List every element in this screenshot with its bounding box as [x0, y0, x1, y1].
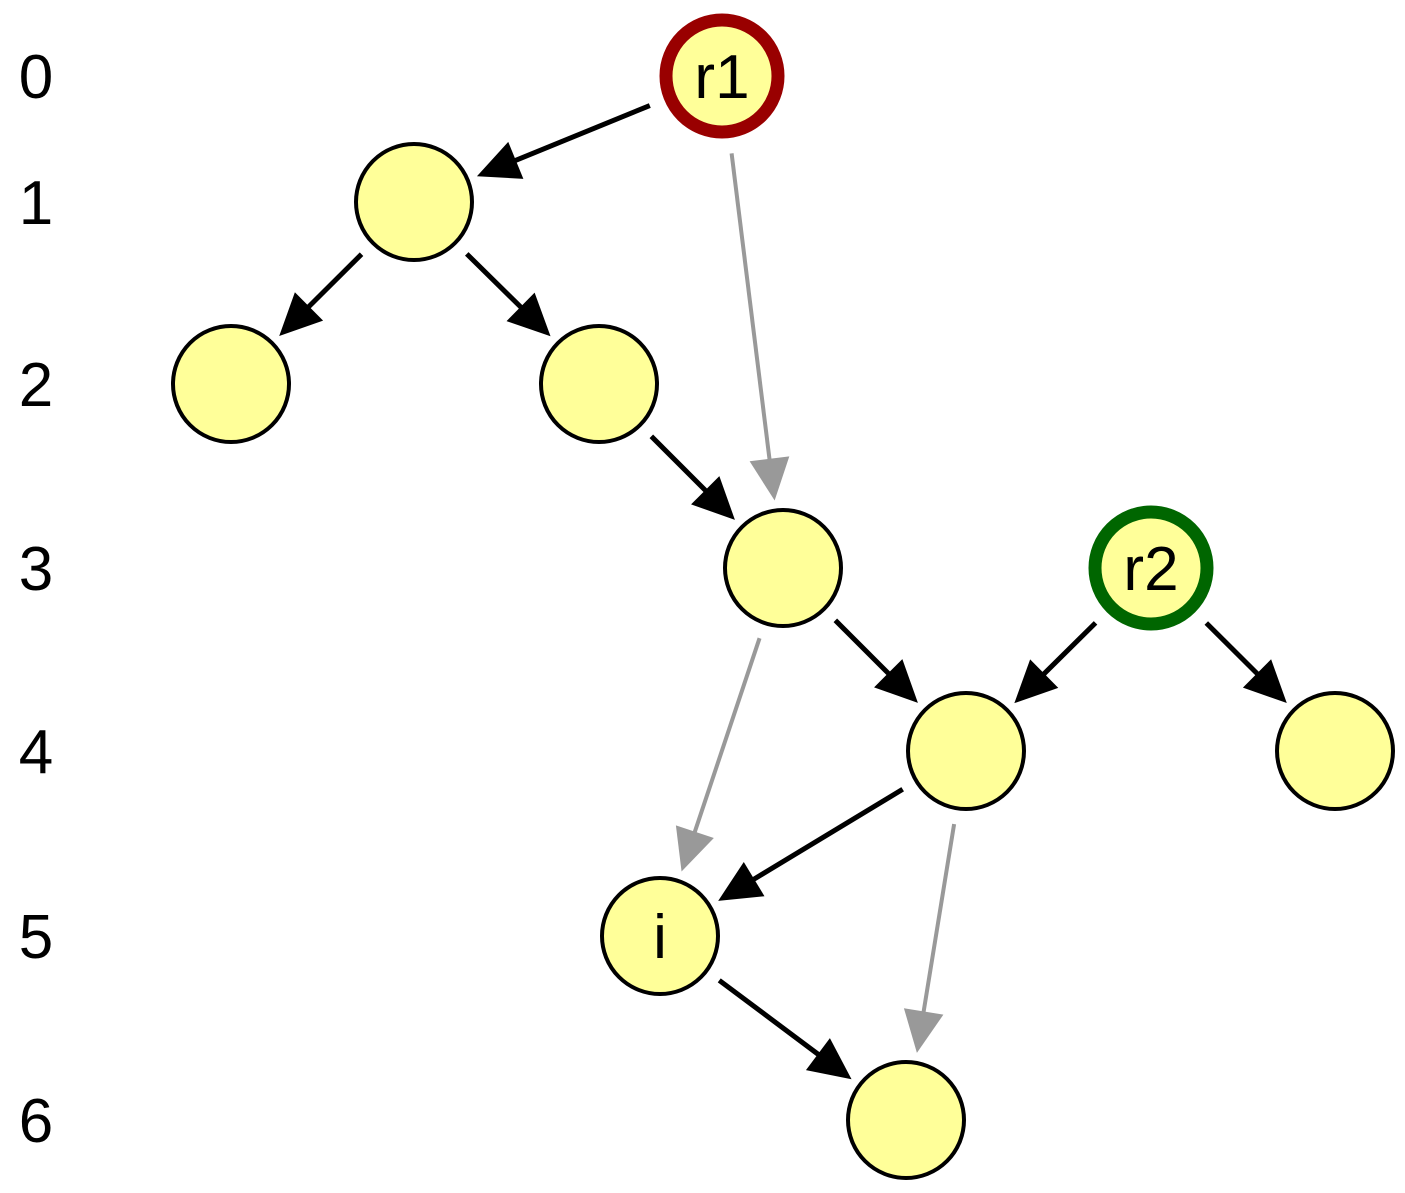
edges: [279, 103, 1287, 1080]
node-e: [906, 691, 1026, 811]
node-circle: [600, 876, 720, 996]
node-a: [354, 142, 474, 262]
level-label-0: 0: [19, 43, 53, 112]
node-i: i: [600, 876, 720, 996]
edge-e-to-g: [903, 823, 957, 1053]
arrowhead: [1014, 659, 1059, 704]
node-r2: r2: [1088, 505, 1214, 631]
arrowhead: [903, 1008, 944, 1053]
edge-c-to-d: [649, 434, 735, 520]
nodes: r1 r2 i: [171, 13, 1395, 1180]
level-label-6: 6: [19, 1087, 53, 1156]
node-c: [539, 324, 659, 444]
arrowhead: [805, 1038, 852, 1080]
level-label-3: 3: [19, 535, 53, 604]
node-d: [723, 508, 843, 628]
edge-d-to-e: [833, 618, 918, 703]
arrowhead: [279, 292, 324, 337]
edge-i-to-g: [717, 978, 852, 1080]
node-circle: [171, 324, 291, 444]
edge-line: [751, 787, 904, 883]
edge-line: [729, 153, 772, 462]
edge-line: [921, 823, 957, 1014]
node-g: [846, 1060, 966, 1180]
level-label-1: 1: [19, 169, 53, 238]
level-label-4: 4: [19, 718, 53, 787]
edge-line: [1204, 621, 1261, 677]
arrowhead: [874, 659, 918, 703]
node-r1: r1: [659, 13, 785, 139]
edge-line: [464, 252, 524, 311]
arrowhead: [1242, 659, 1287, 704]
edge-e-to-i: [718, 787, 904, 901]
level-labels: 0 1 2 3 4 5 6: [19, 43, 53, 1156]
arrowhead: [675, 825, 714, 872]
edge-r2-to-f: [1204, 621, 1287, 704]
edge-a-to-b: [279, 252, 364, 337]
edge-a-to-c: [464, 252, 551, 337]
edge-line: [833, 618, 892, 677]
edge-line: [513, 103, 651, 164]
node-f: [1275, 691, 1395, 811]
edge-d-to-i: [675, 637, 762, 872]
node-b: [171, 324, 291, 444]
arrowhead: [476, 141, 524, 179]
edge-line: [305, 252, 364, 310]
node-circle: [723, 508, 843, 628]
node-circle: [354, 142, 474, 262]
node-circle: [846, 1060, 966, 1180]
node-circle: [1275, 691, 1395, 811]
node-label: r1: [694, 43, 749, 112]
arrowhead: [718, 861, 765, 901]
arrowhead: [506, 292, 551, 337]
level-label-5: 5: [19, 903, 53, 972]
node-circle: [539, 324, 659, 444]
arrowhead: [691, 476, 735, 520]
node-label: i: [653, 903, 667, 972]
edge-line: [692, 637, 762, 835]
node-label: r2: [1123, 535, 1178, 604]
level-label-2: 2: [19, 351, 53, 420]
edge-line: [717, 978, 822, 1058]
edge-r1-to-a: [476, 103, 651, 179]
root-node-circle: [1088, 505, 1214, 631]
node-circle: [906, 691, 1026, 811]
edge-r1-to-d: [729, 153, 790, 501]
root-node-circle: [659, 13, 785, 139]
arrowhead: [749, 456, 790, 501]
edge-line: [1041, 621, 1098, 677]
edge-line: [649, 434, 709, 494]
edge-r2-to-e: [1014, 621, 1098, 704]
